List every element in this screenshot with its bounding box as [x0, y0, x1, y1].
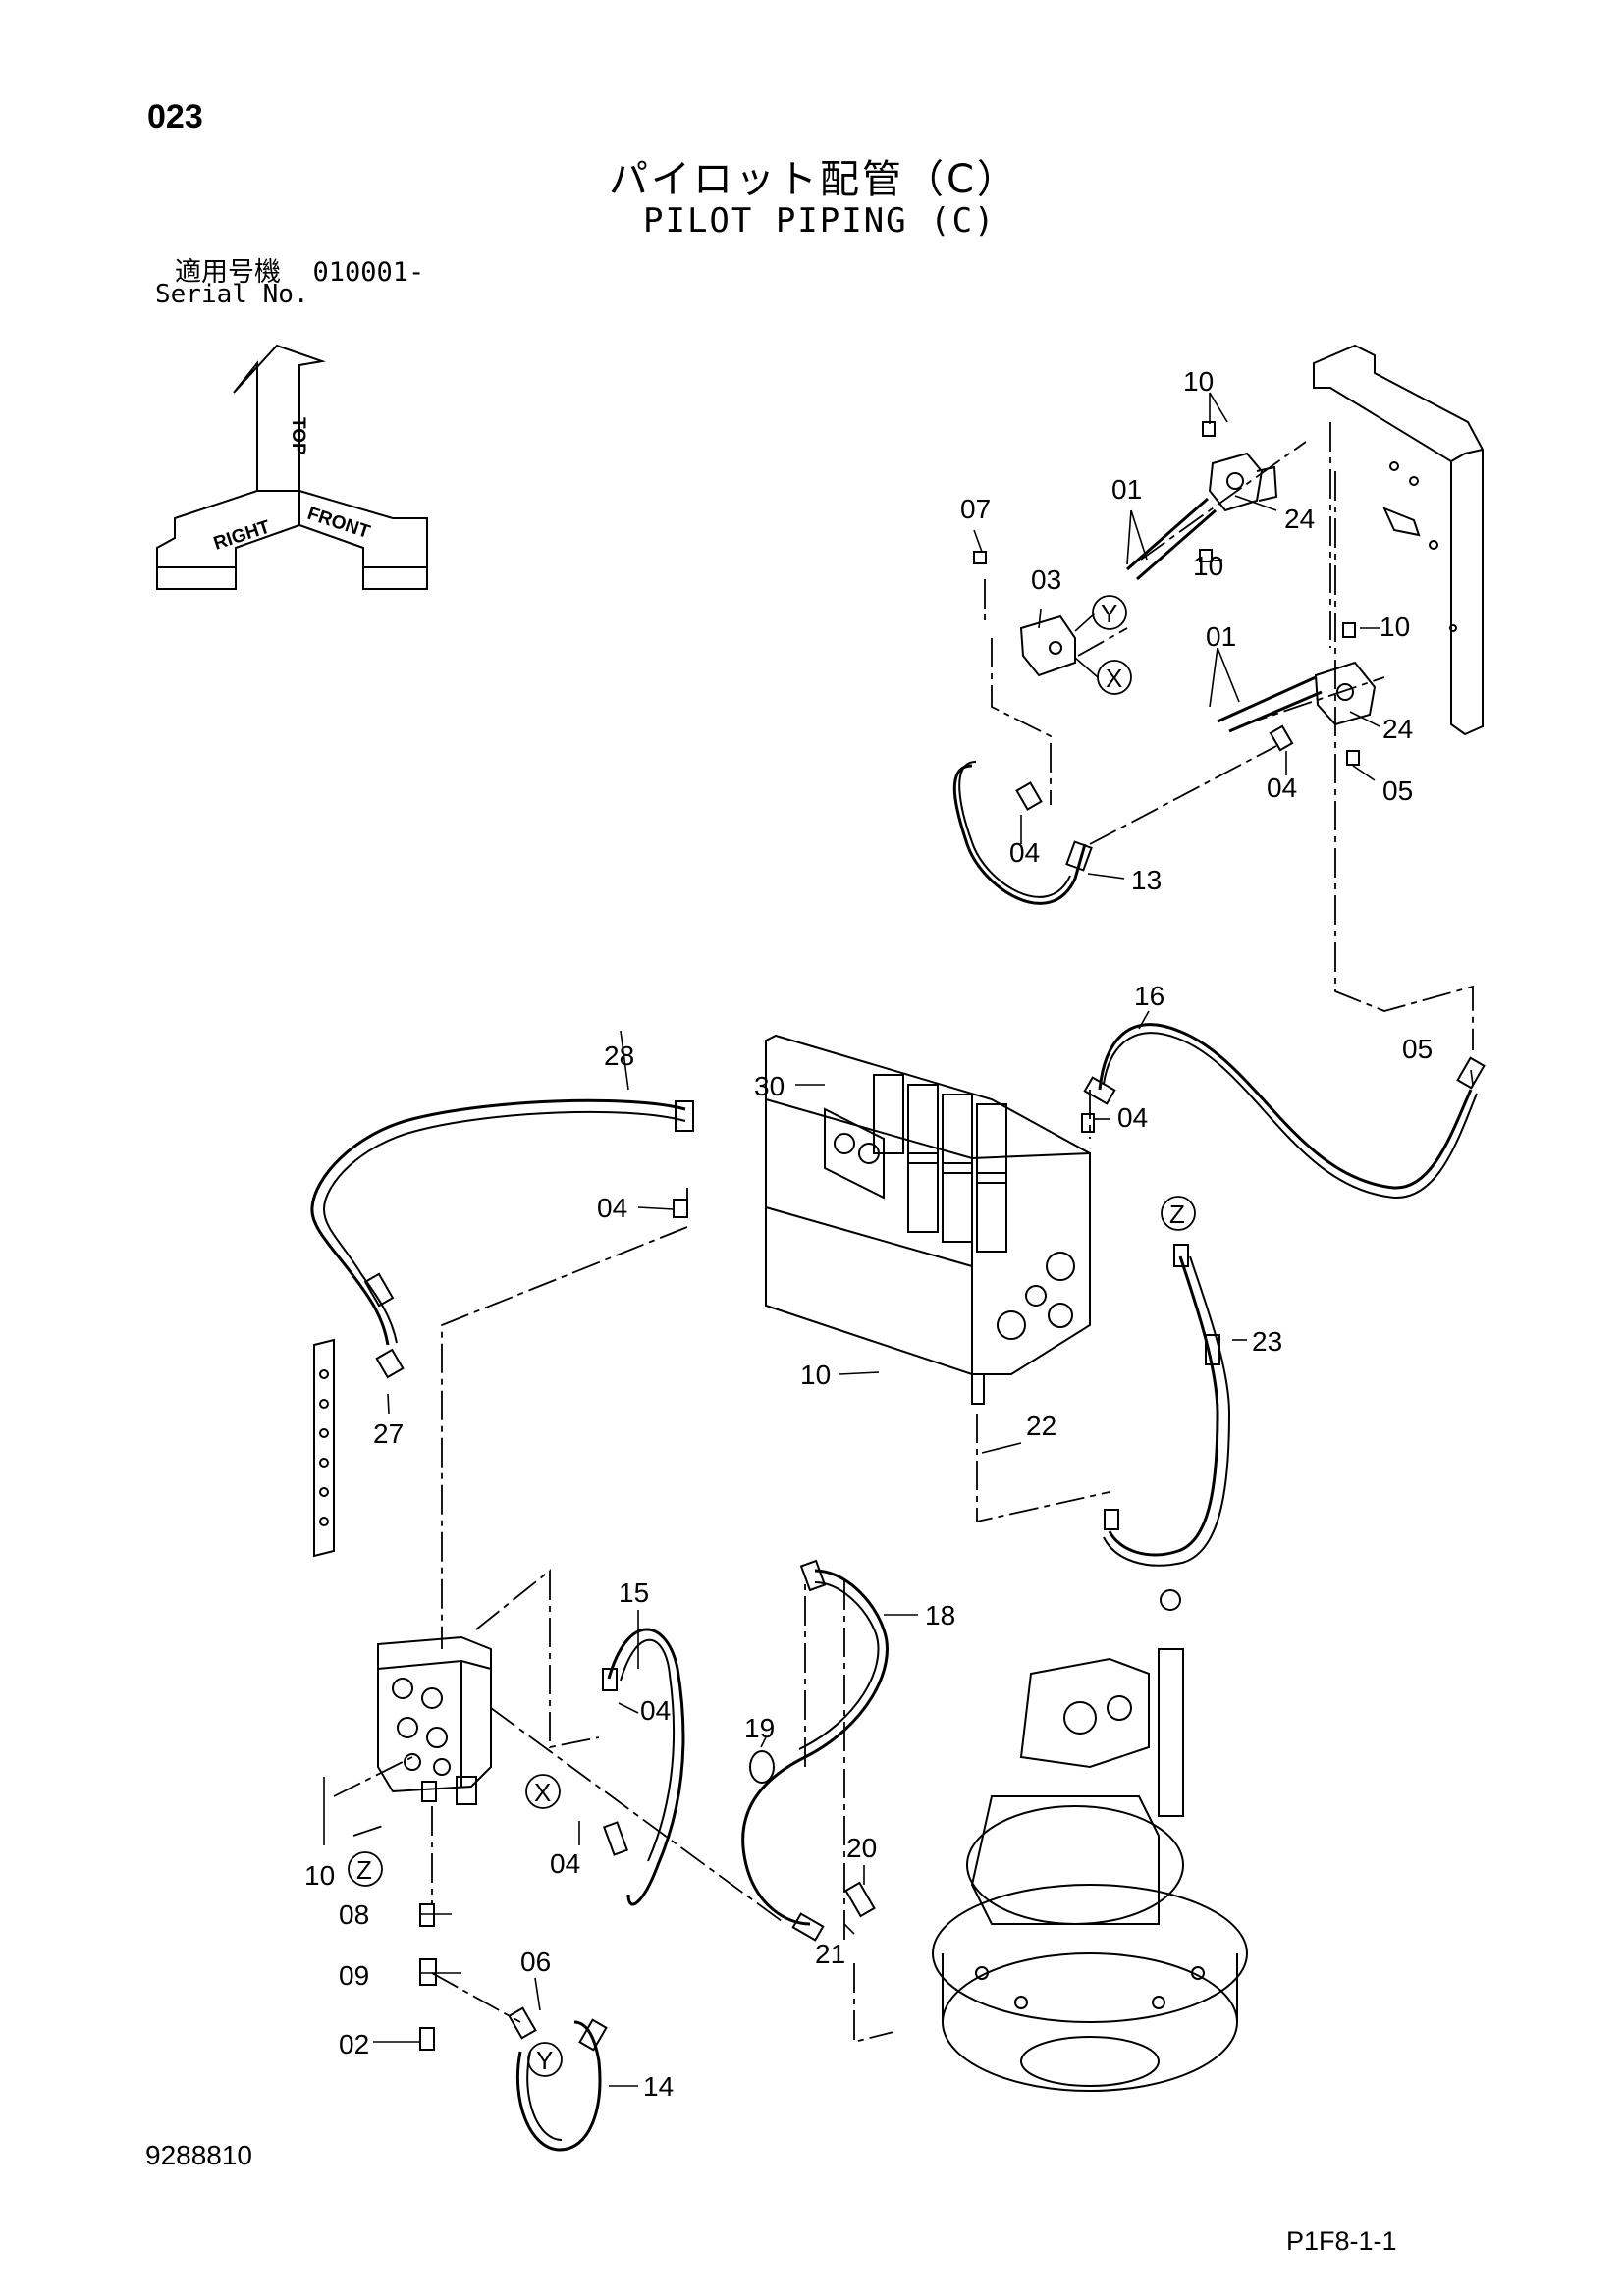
- part-label-24: 24: [1382, 714, 1413, 744]
- part-label-04: 04: [597, 1193, 627, 1223]
- block-03: [973, 551, 1076, 677]
- orientation-right-label: RIGHT: [211, 516, 273, 554]
- part-label-23: 23: [1252, 1326, 1282, 1357]
- hose-28: [310, 1098, 686, 1346]
- connection-label-z-upper: Z: [1169, 1200, 1185, 1229]
- serial-value: 010001-: [312, 257, 425, 288]
- page-title-english: PILOT PIPING (C): [643, 201, 997, 240]
- page-code: 023: [147, 98, 203, 135]
- part-label-05: 05: [1382, 775, 1413, 806]
- connection-circle-x-lower: [525, 1774, 561, 1809]
- part-label-10: 10: [800, 1360, 831, 1390]
- part-label-09: 09: [339, 1960, 369, 1991]
- orientation-indicator: TOP RIGHT FRONT: [156, 344, 428, 590]
- part-label-13: 13: [1131, 865, 1162, 895]
- part-label-05: 05: [1402, 1034, 1433, 1064]
- pilot-valve: [377, 1635, 492, 1805]
- part-label-04: 04: [1117, 1102, 1148, 1133]
- hose-13: [952, 764, 1087, 905]
- leader-lines: [323, 392, 1474, 2087]
- part-label-04: 04: [550, 1848, 580, 1879]
- connection-label-z-lower: Z: [356, 1855, 372, 1885]
- orientation-top-label: TOP: [288, 417, 308, 455]
- connection-circle-y-lower: [527, 2042, 563, 2077]
- shuttle-valve-lower: [1217, 622, 1377, 766]
- part-label-24: 24: [1284, 504, 1315, 534]
- serial-label-japanese: 適用号機: [175, 257, 281, 288]
- connection-markers: Y X Z X Z Y: [348, 595, 1196, 2077]
- part-label-22: 22: [1026, 1411, 1056, 1441]
- hose-16: [1098, 1023, 1473, 1190]
- part-label-20: 20: [846, 1833, 877, 1863]
- connection-label-x-lower: X: [534, 1778, 551, 1807]
- part-label-10: 10: [1380, 612, 1410, 642]
- hose-23: [1108, 1255, 1219, 1557]
- page-title-japanese: パイロット配管（C）: [609, 157, 1019, 202]
- part-label-07: 07: [960, 494, 991, 524]
- part-label-04: 04: [1009, 837, 1040, 868]
- connection-circle-z-lower: [348, 1851, 383, 1887]
- part-label-04: 04: [640, 1695, 671, 1726]
- serial-label-english: Serial No.: [155, 280, 309, 309]
- part-label-16: 16: [1134, 981, 1164, 1011]
- control-valve: [765, 1034, 1091, 1405]
- mounting-bracket: [1313, 344, 1484, 736]
- connection-label-y-lower: Y: [536, 2046, 553, 2075]
- connection-label-y-upper: Y: [1101, 599, 1117, 628]
- connection-circle-z-upper: [1161, 1196, 1196, 1231]
- dash-lines: [333, 422, 1474, 2044]
- front-arrow: [298, 489, 428, 590]
- bracket-27: [313, 1338, 335, 1558]
- connection-circle-y-upper: [1092, 595, 1127, 630]
- part-label-01: 01: [1206, 621, 1236, 652]
- part-label-18: 18: [925, 1600, 955, 1630]
- connection-circle-x-upper: [1097, 660, 1132, 695]
- part-label-10: 10: [304, 1860, 335, 1891]
- part-labels: 10 01 24 07 10 03 01 10 24 04 05 04 13 1…: [304, 366, 1433, 2102]
- connection-label-x-upper: X: [1106, 664, 1122, 693]
- part-label-10: 10: [1193, 551, 1223, 581]
- sheet-reference: P1F8-1-1: [1286, 2226, 1397, 2256]
- hose-18: [741, 1569, 889, 1926]
- swing-motor: [932, 1589, 1248, 2092]
- part-label-04: 04: [1267, 773, 1297, 803]
- hose-15: [607, 1628, 685, 1906]
- part-label-15: 15: [619, 1577, 649, 1608]
- part-label-27: 27: [373, 1418, 404, 1449]
- hose-14: [515, 2020, 602, 2152]
- part-label-08: 08: [339, 1899, 369, 1930]
- serial-range: 適用号機 010001-: [175, 250, 424, 289]
- part-label-10: 10: [1183, 366, 1214, 397]
- part-label-03: 03: [1031, 564, 1061, 595]
- part-label-28: 28: [604, 1041, 634, 1071]
- part-label-21: 21: [815, 1939, 845, 1969]
- part-label-06: 06: [520, 1947, 551, 1977]
- part-label-30: 30: [754, 1071, 785, 1101]
- part-label-14: 14: [643, 2071, 674, 2102]
- part-label-02: 02: [339, 2029, 369, 2059]
- drawing-number: 9288810: [145, 2140, 253, 2170]
- part-label-19: 19: [744, 1713, 775, 1743]
- part-label-01: 01: [1111, 474, 1142, 505]
